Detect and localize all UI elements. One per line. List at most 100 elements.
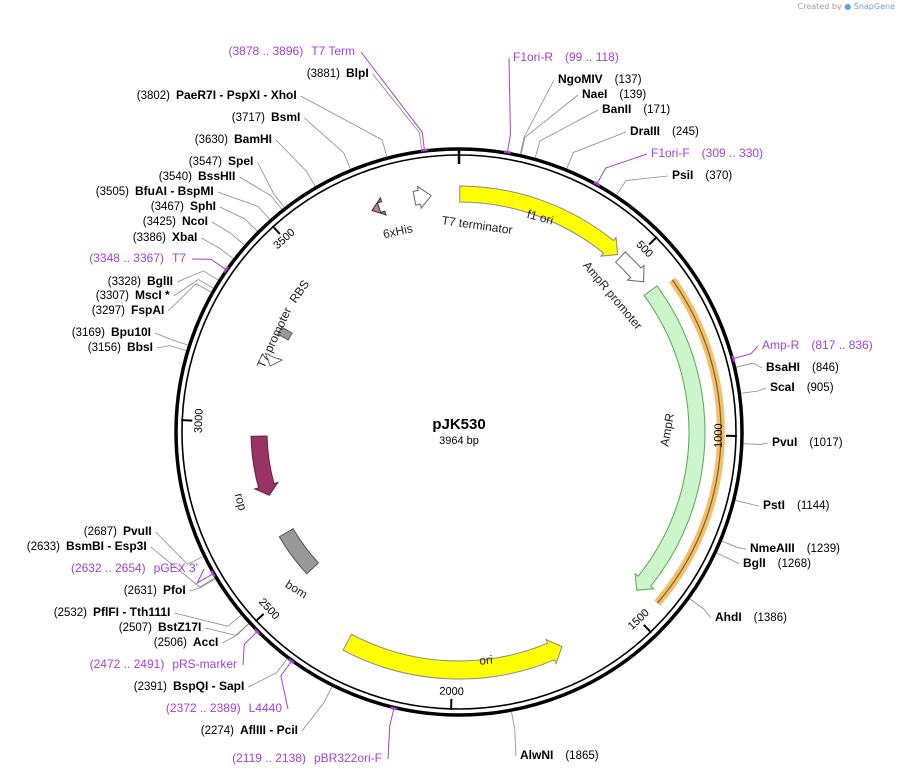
site-pvui[interactable]: PvuI(1017) — [772, 435, 843, 449]
feature-f1-ori[interactable] — [459, 185, 619, 257]
site-leader — [154, 332, 188, 346]
site-position: (1865) — [565, 750, 598, 762]
site-name: BsmBI - Esp3I — [66, 539, 147, 553]
site-bamhi[interactable]: (3630)BamHI — [195, 132, 272, 146]
label-t7-terminator: T7 terminator — [441, 213, 514, 237]
site-leader — [217, 191, 270, 220]
feature-rop[interactable] — [250, 435, 280, 496]
plasmid-name: pJK530 — [432, 416, 485, 433]
primer-mark — [420, 148, 428, 152]
site-spei[interactable]: (3547)SpeI — [189, 154, 254, 168]
site-bglii[interactable]: (3328)BglII — [108, 274, 173, 288]
site-position: (3328) — [108, 276, 141, 288]
site-alwni[interactable]: AlwNI(1865) — [520, 748, 599, 762]
site-psti[interactable]: PstI(1144) — [763, 498, 830, 512]
site-psii[interactable]: PsiI(370) — [672, 168, 732, 182]
tick-label: 1000 — [713, 423, 725, 448]
site-bsshii[interactable]: (3540)BssHII — [159, 169, 236, 183]
site-name: NgoMIV — [558, 72, 603, 86]
site-blpi[interactable]: (3881)BlpI — [307, 66, 369, 80]
site-name: AhdI — [715, 610, 742, 624]
primer-l4440[interactable]: L4440(2372 .. 2389) — [166, 658, 295, 715]
site-position: (3169) — [72, 327, 105, 339]
site-acci[interactable]: (2506)AccI — [154, 635, 219, 649]
site-position: (1386) — [754, 612, 787, 624]
site-leader — [300, 95, 388, 157]
feature-t7-terminator[interactable] — [412, 185, 432, 210]
site-xbai[interactable]: (3386)XbaI — [133, 230, 198, 244]
site-bgli[interactable]: BglI (1268) — [743, 556, 811, 570]
site-leader — [219, 206, 258, 232]
site-bfuai[interactable]: (3505)BfuAI - BspMI — [96, 184, 214, 198]
feature-bom[interactable] — [278, 528, 320, 575]
site-name: NmeAIII — [750, 541, 795, 555]
site-draiii[interactable]: DraIII(245) — [630, 124, 699, 138]
site-name: PstI — [763, 498, 785, 512]
primer-name: T7 Term — [311, 44, 355, 58]
primer-f1ori-f[interactable]: F1ori-F(309 .. 330) — [593, 146, 763, 187]
site-bsahi[interactable]: BsaHI(846) — [766, 360, 839, 374]
tick-mark — [271, 225, 281, 235]
site-name: BbsI — [127, 340, 153, 354]
primer-mark — [288, 658, 295, 665]
tick-label: 3000 — [193, 408, 206, 433]
primer-range: (2632 .. 2654) — [71, 561, 146, 575]
site-position: (2631) — [124, 585, 157, 597]
site-leader — [248, 658, 288, 688]
primer-prs-marker[interactable]: pRS-marker(2472 .. 2491) — [90, 628, 261, 671]
primer-f1ori-r[interactable]: F1ori-R(99 .. 118) — [503, 50, 619, 154]
feature-ampr-promoter[interactable] — [614, 251, 645, 283]
site-ahdi[interactable]: AhdI (1386) — [715, 610, 787, 624]
site-bsmi[interactable]: (3717)BsmI — [232, 110, 301, 124]
feature-t7-promoter[interactable] — [264, 352, 284, 367]
site-ngomiv[interactable]: NgoMIV(137) — [558, 72, 642, 86]
site-bsmbi[interactable]: (2633)BsmBI - Esp3I — [27, 539, 147, 553]
feature-ori[interactable] — [342, 633, 563, 680]
feature-rbs[interactable] — [277, 326, 293, 341]
site-pvuii[interactable]: (2687)PvuII — [84, 524, 152, 538]
label-rbs: RBS — [287, 277, 313, 305]
site-nmeaiii[interactable]: NmeAIII(1239) — [750, 541, 840, 555]
primer-t7[interactable]: T7(3348 .. 3367) — [89, 251, 229, 274]
site-position: (2532) — [54, 607, 87, 619]
site-naei[interactable]: NaeI(139) — [582, 87, 646, 101]
primer-pgex-3-[interactable]: pGEX 3'(2632 .. 2654) — [71, 561, 216, 578]
primer-name: L4440 — [249, 701, 283, 715]
primer-amp-r[interactable]: Amp-R(817 .. 836) — [731, 338, 873, 363]
site-position: (1268) — [778, 558, 811, 570]
site-bbsi[interactable]: (3156) BbsI — [88, 340, 153, 354]
feature-6xhis[interactable] — [371, 196, 387, 216]
site-paer7i[interactable]: (3802)PaeR7I - PspXI - XhoI — [137, 88, 297, 102]
site-name: BglI — [743, 556, 766, 570]
primer-mark — [223, 266, 229, 274]
site-name: PsiI — [672, 168, 693, 182]
primer-pbr322ori-f[interactable]: pBR322ori-F(2119 .. 2138) — [232, 706, 398, 766]
site-fspai[interactable]: (3297)FspAI — [92, 303, 165, 317]
credit-prefix: Created by — [797, 2, 842, 11]
site-position: (3881) — [307, 68, 340, 80]
primer-leader — [280, 661, 292, 710]
site-position: (171) — [643, 104, 670, 116]
primer-t7-term[interactable]: T7 Term(3878 .. 3896) — [228, 44, 428, 152]
site-position: (3156) — [88, 342, 121, 354]
site-name: AccI — [193, 635, 218, 649]
site-pfoi[interactable]: (2631)PfoI — [124, 583, 186, 597]
site-ncoi[interactable]: (3425)NcoI — [143, 214, 208, 228]
primer-mark — [253, 628, 261, 635]
site-scai[interactable]: ScaI(905) — [770, 380, 834, 394]
tick-label: 2000 — [439, 685, 464, 698]
site-bpu10i[interactable]: (3169)Bpu10I — [72, 325, 151, 339]
site-name: MscI * — [135, 288, 170, 302]
site-leader — [735, 500, 760, 507]
site-bstz17i[interactable]: (2507)BstZ17I — [119, 620, 202, 634]
site-banii[interactable]: BanII(171) — [602, 102, 670, 116]
site-bspqi[interactable]: (2391)BspQI - SapI — [134, 679, 245, 693]
site-position: (3467) — [151, 201, 184, 213]
site-afliii[interactable]: (2274)AflIII - PciI — [201, 723, 298, 737]
site-leader — [716, 552, 740, 565]
site-name: BstZ17I — [158, 620, 201, 634]
feature-ampr[interactable] — [634, 285, 706, 591]
site-msci[interactable]: (3307)MscI * — [96, 288, 170, 302]
site-pflfi[interactable]: (2532)PflFI - Tth111I — [54, 605, 171, 619]
site-sphi[interactable]: (3467)SphI — [151, 199, 216, 213]
